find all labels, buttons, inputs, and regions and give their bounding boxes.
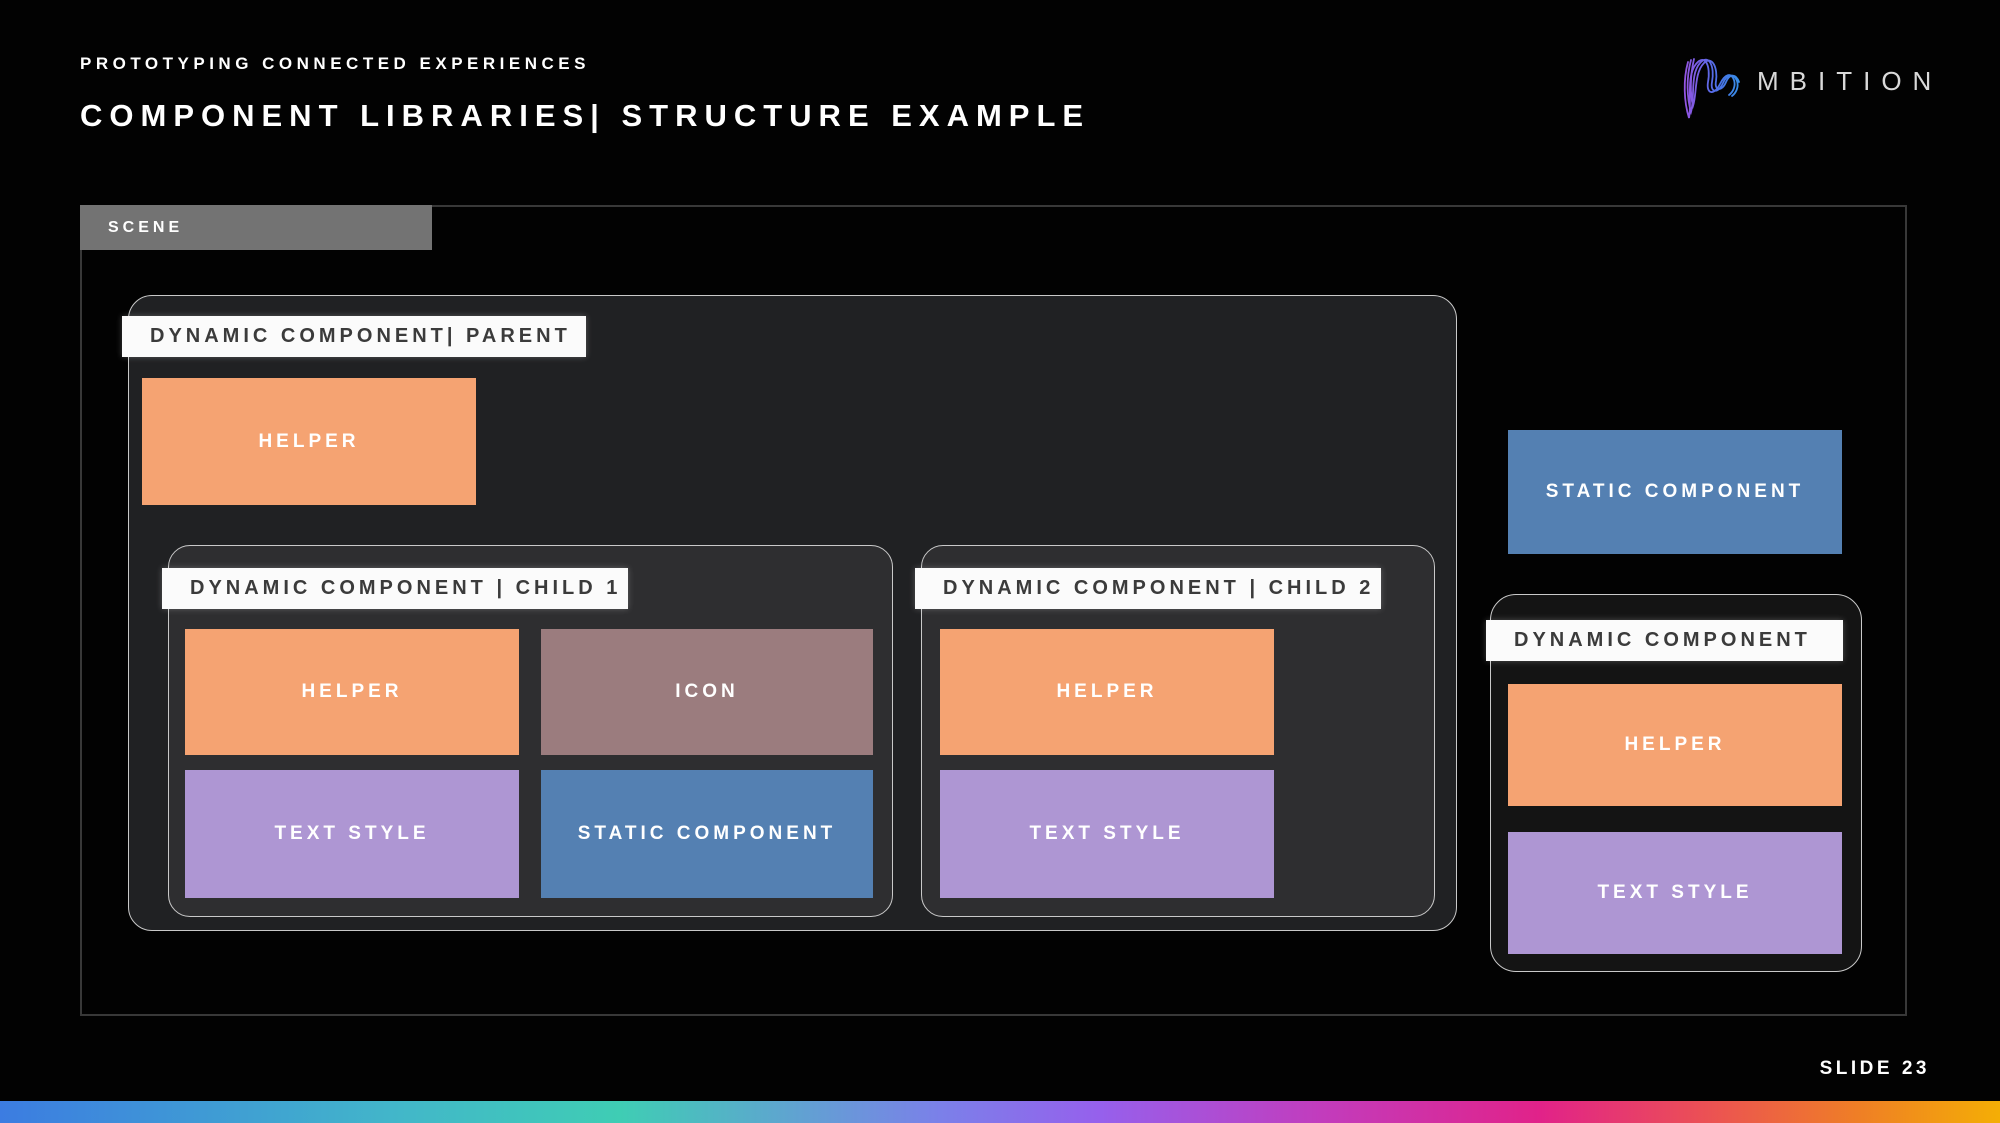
helper-box-label: HELPER bbox=[1056, 681, 1158, 702]
dynamic-component-label-text: DYNAMIC COMPONENT bbox=[1514, 629, 1811, 651]
static-component-box-label: STATIC COMPONENT bbox=[577, 823, 837, 844]
eyebrow-title: PROTOTYPING CONNECTED EXPERIENCES bbox=[80, 54, 590, 73]
text-style-box-label: TEXT STYLE bbox=[274, 823, 430, 844]
dynamic-component-label: DYNAMIC COMPONENT bbox=[1486, 620, 1843, 661]
scene-panel bbox=[80, 205, 1907, 1016]
helper-box: HELPER bbox=[940, 629, 1274, 755]
child1-component-label: DYNAMIC COMPONENT | CHILD 1 bbox=[162, 568, 628, 609]
helper-box-label: HELPER bbox=[301, 681, 403, 702]
icon-box: ICON bbox=[541, 629, 873, 755]
text-style-box-label: TEXT STYLE bbox=[1597, 882, 1753, 903]
static-component-box: STATIC COMPONENT bbox=[1508, 430, 1842, 554]
scene-tab: SCENE bbox=[80, 205, 432, 250]
mbition-logo-icon bbox=[1683, 58, 1740, 119]
text-style-box-label: TEXT STYLE bbox=[1029, 823, 1185, 844]
gradient-bar bbox=[0, 1101, 2000, 1123]
text-style-box: TEXT STYLE bbox=[940, 770, 1274, 898]
helper-box-label: HELPER bbox=[1624, 734, 1726, 755]
page-title: COMPONENT LIBRARIES| STRUCTURE EXAMPLE bbox=[80, 98, 1091, 133]
text-style-box: TEXT STYLE bbox=[1508, 832, 1842, 954]
child2-component-label: DYNAMIC COMPONENT | CHILD 2 bbox=[915, 568, 1381, 609]
child2-component-label-text: DYNAMIC COMPONENT | CHILD 2 bbox=[943, 577, 1375, 599]
parent-component-label: DYNAMIC COMPONENT| PARENT bbox=[122, 316, 586, 357]
static-component-box: STATIC COMPONENT bbox=[541, 770, 873, 898]
slide-number: SLIDE 23 bbox=[1819, 1058, 1930, 1079]
text-style-box: TEXT STYLE bbox=[185, 770, 519, 898]
helper-box: HELPER bbox=[142, 378, 476, 505]
icon-box-label: ICON bbox=[675, 681, 739, 702]
static-component-box-label: STATIC COMPONENT bbox=[1545, 481, 1805, 502]
child1-component-label-text: DYNAMIC COMPONENT | CHILD 1 bbox=[190, 577, 622, 599]
parent-component-label-text: DYNAMIC COMPONENT| PARENT bbox=[150, 325, 571, 347]
brand-name: MBITION bbox=[1757, 66, 1943, 96]
helper-box: HELPER bbox=[1508, 684, 1842, 806]
helper-box: HELPER bbox=[185, 629, 519, 755]
helper-box-label: HELPER bbox=[258, 430, 360, 452]
scene-tab-label: SCENE bbox=[108, 218, 184, 236]
